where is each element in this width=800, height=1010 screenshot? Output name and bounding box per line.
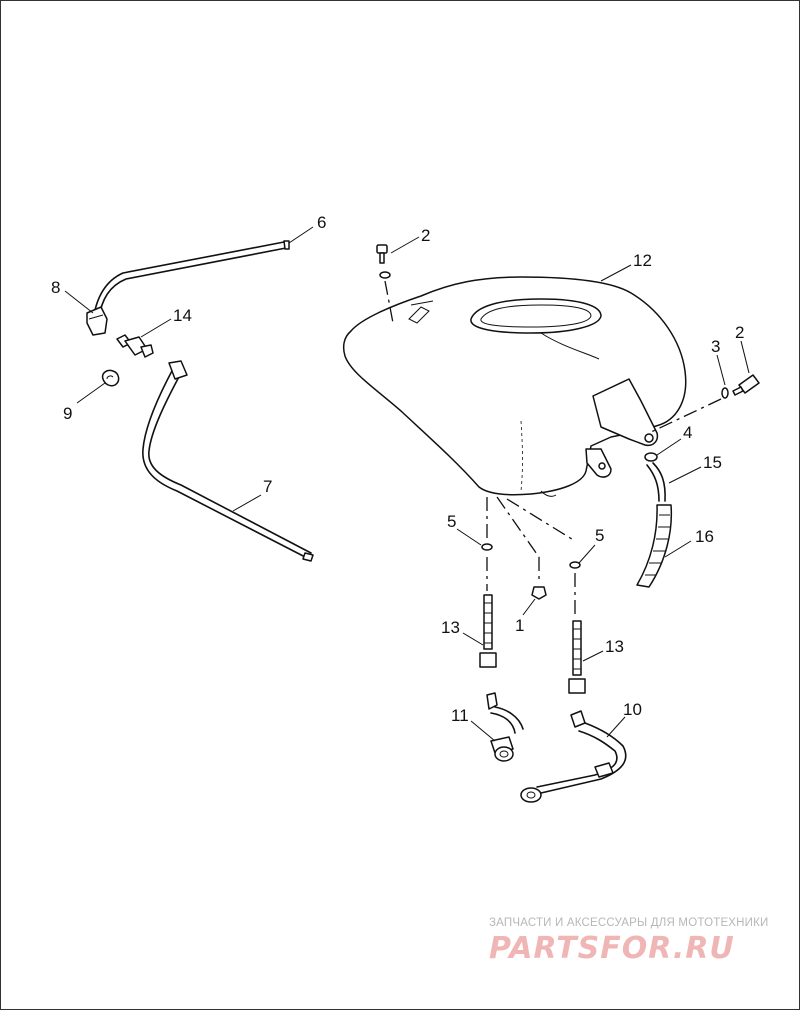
screw-right [721,374,760,399]
callout-9: 9 [63,404,72,423]
callout-8: 8 [51,278,60,297]
rollover-valve [116,334,154,358]
callout-13-right: 13 [605,637,624,656]
callout-13-left: 13 [441,618,460,637]
callout-14: 14 [173,306,192,325]
hose-clamp [101,369,120,387]
callout-6: 6 [317,213,326,232]
fitting-right [568,620,586,694]
washer-left [481,543,493,551]
fuel-line [636,452,673,588]
callout-2-top: 2 [421,226,430,245]
callout-11: 11 [451,706,469,725]
washer-right [569,561,581,569]
watermark-tagline: ЗАПЧАСТИ И АКСЕССУАРЫ ДЛЯ МОТОТЕХНИКИ [489,917,769,929]
callout-5-left: 5 [447,512,456,531]
callout-7: 7 [263,477,272,496]
callout-16: 16 [695,527,714,546]
callout-12: 12 [633,251,652,270]
nut [531,586,547,600]
fuel-line-left [486,692,524,762]
drain-hose [142,360,314,562]
screw-top [376,244,391,279]
callout-5-right: 5 [595,526,604,545]
callout-1: 1 [515,616,524,635]
fitting-left [479,594,497,668]
callout-3: 3 [711,337,720,356]
callout-15: 15 [703,453,722,472]
hose-elbow [86,306,108,336]
fuel-tank [342,276,687,497]
callout-labels: 6 2 12 8 14 9 3 2 4 15 7 5 5 16 13 1 13 … [51,213,744,725]
callout-4: 4 [683,423,692,442]
callout-10: 10 [623,700,642,719]
callout-2-right: 2 [735,323,744,342]
watermark: ЗАПЧАСТИ И АКСЕССУАРЫ ДЛЯ МОТОТЕХНИКИ PA… [489,917,789,966]
watermark-logo: PARTSFOR.RU [489,931,735,966]
fuel-line-right [520,710,627,803]
callout-leaders [64,226,750,742]
